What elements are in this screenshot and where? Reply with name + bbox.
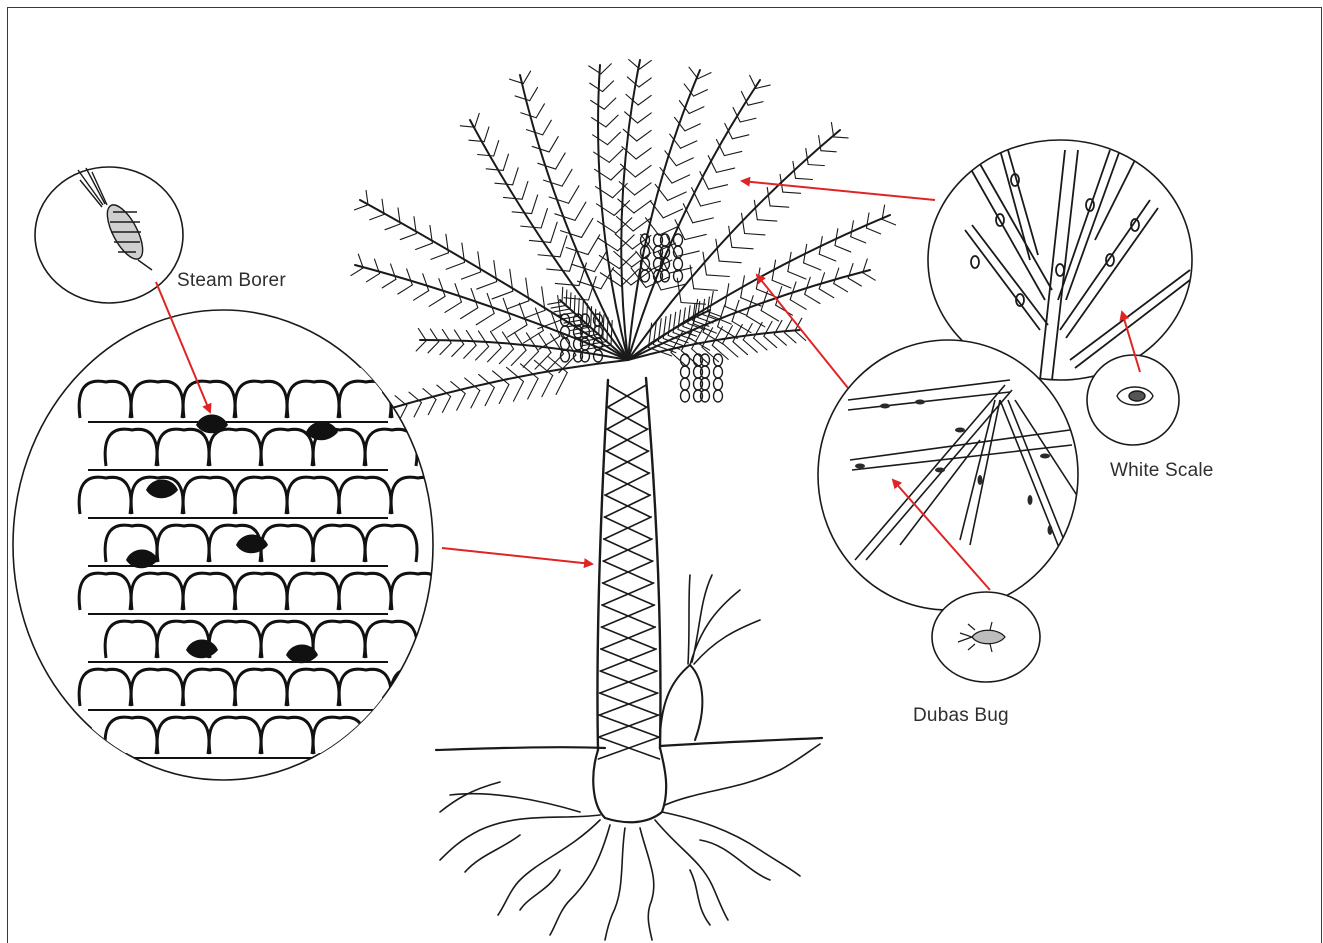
palm-roots xyxy=(440,744,820,940)
arrow-frond-to-crown xyxy=(742,181,935,200)
label-white-scale: White Scale xyxy=(1110,460,1214,482)
white-scale-circle xyxy=(1087,355,1179,445)
steam-borer-circle xyxy=(35,167,183,303)
arrow-dubas-to-crown xyxy=(757,275,848,388)
label-dubas-bug: Dubas Bug xyxy=(913,705,1009,727)
dubas-frond-circle xyxy=(818,340,1080,610)
label-steam-borer: Steam Borer xyxy=(177,270,286,292)
trunk-closeup-circle xyxy=(13,310,443,780)
palm-fronds xyxy=(351,59,896,421)
dubas-bug-circle xyxy=(932,592,1040,682)
date-palm-illustration xyxy=(351,59,896,940)
arrow-closeup-to-trunk xyxy=(442,548,592,564)
